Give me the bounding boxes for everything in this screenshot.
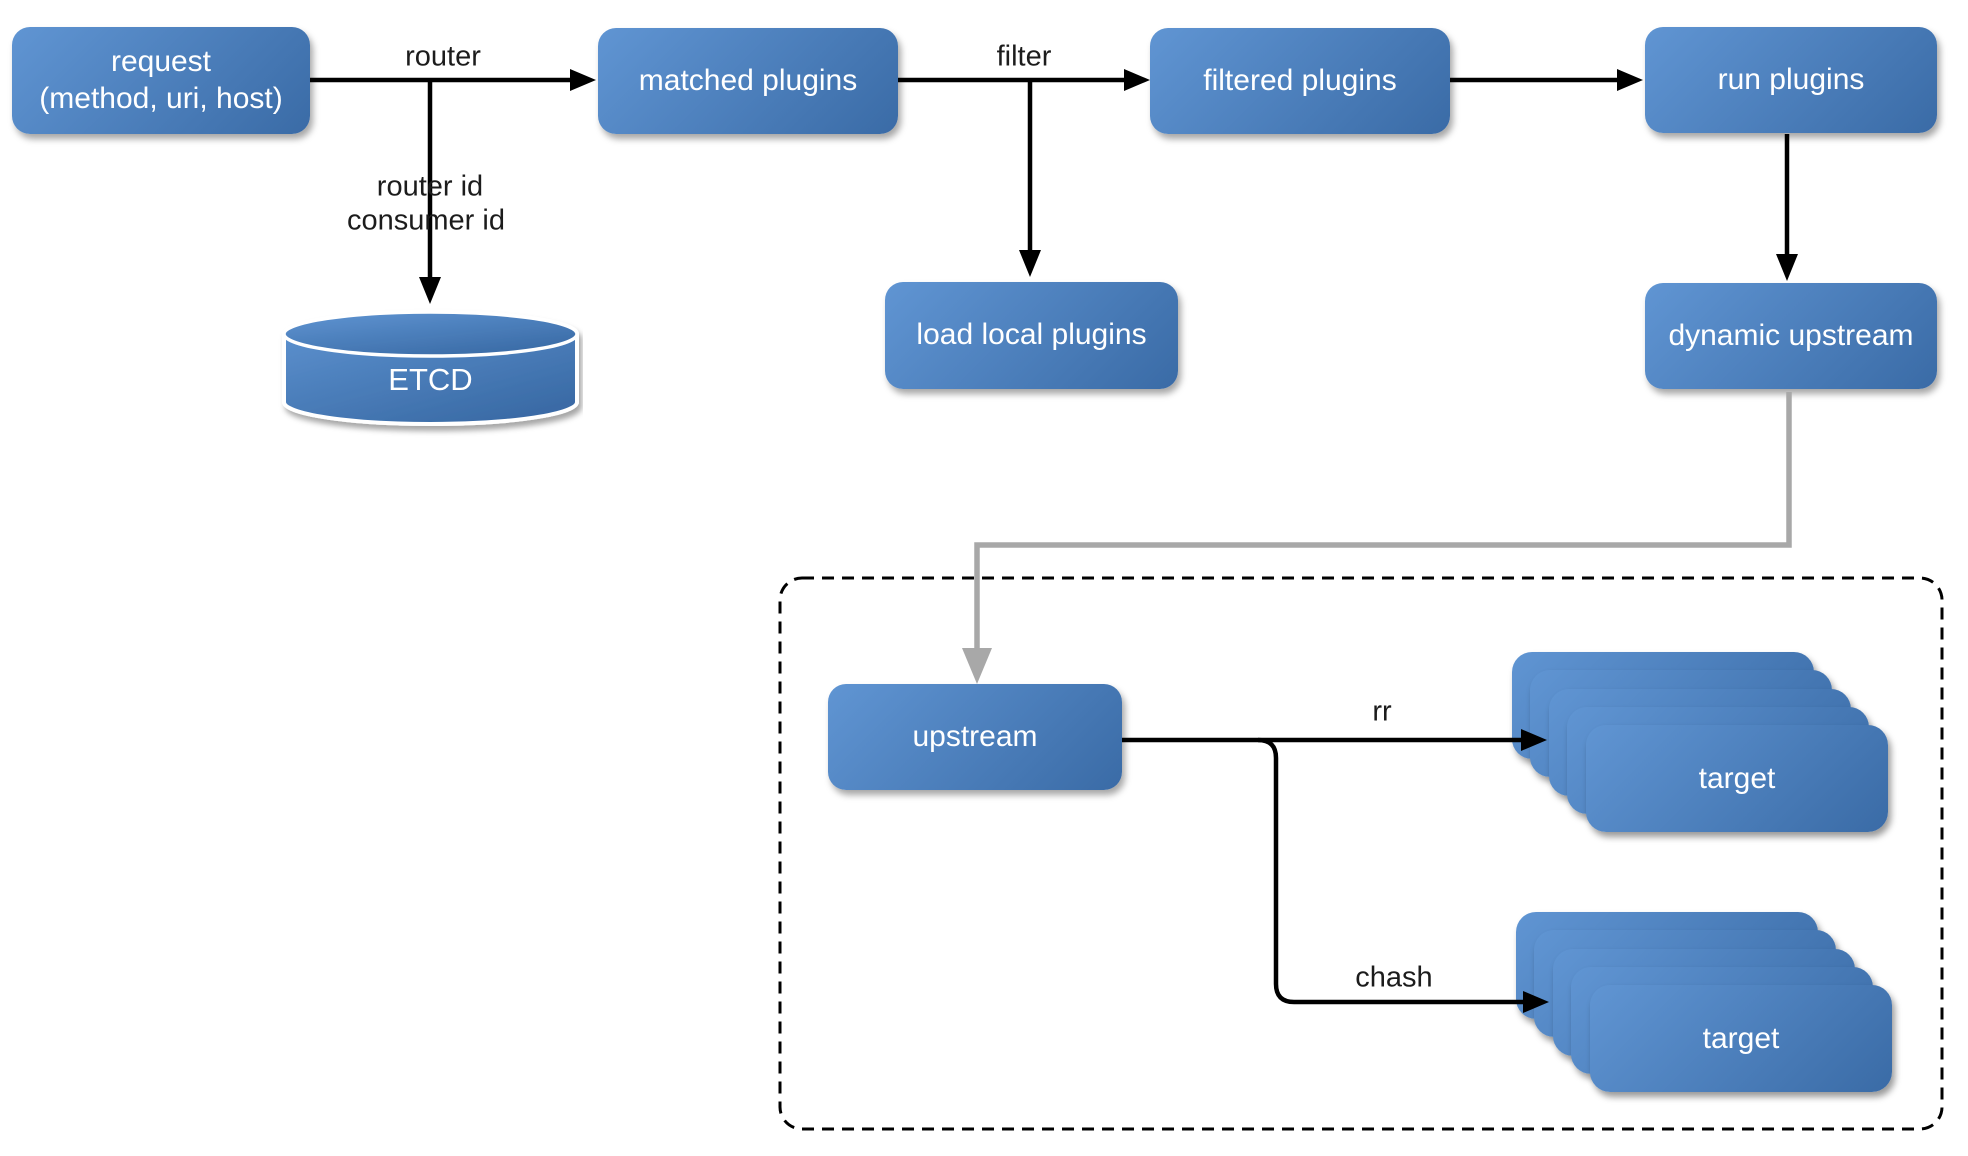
node-load-local-plugins: load local plugins: [885, 282, 1178, 389]
node-run-plugins: run plugins: [1645, 27, 1937, 133]
edge-request-to-matched-arrowhead: [570, 69, 596, 91]
node-matched-plugins-label: matched plugins: [638, 63, 858, 97]
edge-dynamic-upstream-to-upstream: [974, 392, 1792, 650]
node-upstream: upstream: [828, 684, 1122, 790]
target-stack-rr: target: [1512, 652, 1892, 837]
node-filtered-plugins: filtered plugins: [1150, 28, 1450, 134]
etcd-cylinder-shape: [282, 310, 579, 426]
node-upstream-label: upstream: [912, 719, 1038, 753]
edge-label-filter: filter: [996, 40, 1052, 73]
edge-label-router: router: [405, 40, 481, 73]
node-etcd-cylinder: ETCD: [278, 306, 583, 438]
edge-dynamic-upstream-to-upstream-arrowhead: [962, 648, 992, 684]
target-rr-label: target: [1698, 761, 1776, 795]
edge-filtered-to-run-arrowhead: [1617, 69, 1643, 91]
etcd-cylinder-top: [282, 310, 579, 358]
node-load-local-plugins-label: load local plugins: [916, 318, 1147, 352]
node-dynamic-upstream-label: dynamic upstream: [1668, 318, 1914, 352]
target-card-front: target: [1586, 725, 1888, 832]
node-etcd-label: ETCD: [388, 362, 473, 397]
edge-label-consumer-id: consumer id: [347, 204, 505, 237]
node-matched-plugins: matched plugins: [598, 28, 898, 134]
target-chash-label: target: [1702, 1021, 1780, 1055]
target-card-front: target: [1590, 985, 1892, 1092]
node-request: request (method, uri, host): [12, 27, 310, 134]
node-request-line1: request: [110, 44, 212, 78]
edge-router-to-etcd-arrowhead: [419, 277, 441, 304]
edge-matched-to-filtered-arrowhead: [1124, 69, 1150, 91]
edge-label-router-id: router id: [376, 170, 484, 203]
edge-run-to-dynamic-upstream-arrowhead: [1776, 254, 1798, 281]
target-stack-chash: target: [1516, 912, 1896, 1097]
edge-filter-to-load-local-arrowhead: [1019, 250, 1041, 277]
edge-label-chash: chash: [1355, 961, 1433, 994]
node-run-plugins-label: run plugins: [1717, 62, 1865, 96]
edge-label-rr: rr: [1372, 695, 1392, 728]
node-request-line2: (method, uri, host): [39, 81, 283, 115]
node-filtered-plugins-label: filtered plugins: [1203, 63, 1397, 97]
node-dynamic-upstream: dynamic upstream: [1645, 283, 1937, 389]
